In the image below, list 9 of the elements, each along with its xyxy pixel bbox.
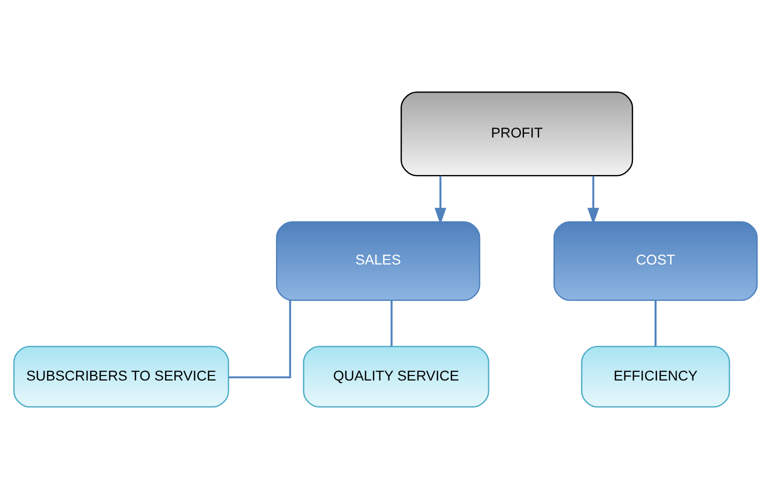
node-box: COST <box>553 221 758 301</box>
connector <box>228 300 292 378</box>
node-box: QUALITY SERVICE <box>302 346 490 408</box>
connector <box>654 300 657 346</box>
node-box: SALES <box>276 221 480 301</box>
node-box: EFFICIENCY <box>581 346 730 408</box>
connector <box>390 300 393 346</box>
node-box: SUBSCRIBERS TO SERVICE <box>13 346 230 408</box>
node-box: PROFIT <box>400 92 634 176</box>
